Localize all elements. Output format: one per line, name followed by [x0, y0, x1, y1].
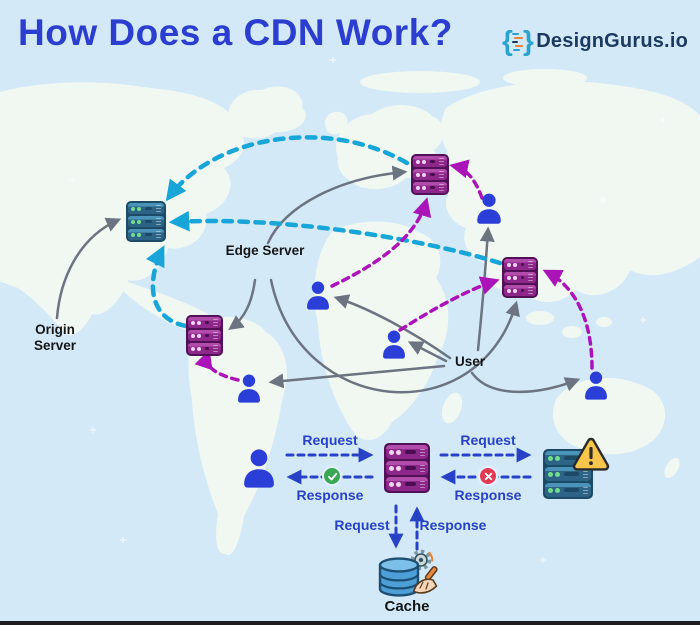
cache-label: Cache [384, 598, 430, 615]
connector-origin-label-to-origin-server [55, 217, 122, 320]
cache-icon [374, 549, 440, 603]
user-label: User [454, 354, 486, 369]
response-label-left: Response [296, 487, 364, 503]
edge-server-top-icon [411, 154, 449, 195]
connector-edge-label-to-edge-server-sa [228, 278, 257, 331]
magenta-arrow-user-east-africa-to-edge-right [398, 276, 500, 332]
map-sparkles [70, 57, 666, 563]
magenta-arrow-user-australia-to-edge-right [542, 269, 594, 370]
connector-edge-label-to-edge-server-top [266, 165, 408, 245]
code-braces-icon: { } [502, 25, 534, 56]
connector-user-label-to-user-australia [470, 371, 581, 394]
bottom-border [0, 621, 700, 625]
edge-server-right-icon [502, 257, 538, 298]
connector-user-label-to-user-top-right [476, 226, 495, 352]
broom-icon [412, 566, 438, 594]
landmass-asia [436, 81, 700, 302]
edge-server-sa-icon [186, 315, 223, 356]
landmass-arctic-2 [503, 69, 587, 87]
svg-text:}: } [523, 25, 534, 56]
flow-edge-server-icon [384, 443, 430, 493]
landmass-north-america [0, 82, 245, 335]
warning-triangle-icon [571, 436, 611, 472]
landmass-greenland [228, 86, 306, 139]
magenta-arrow-user-west-africa-to-edge-top [330, 197, 432, 288]
landmass-island-1 [526, 311, 554, 325]
cross-icon [478, 466, 498, 486]
landmass-island-3 [596, 317, 612, 327]
check-icon [322, 466, 342, 486]
landmass-island-2 [562, 326, 582, 338]
edge-server-label: Edge Server [225, 243, 305, 258]
user-australia-icon [582, 369, 610, 400]
database-icon [378, 557, 420, 597]
origin-server-icon [126, 201, 166, 242]
origin-server-label: Origin Server [33, 322, 77, 354]
magenta-arrow-user-sa-to-edge-sa [194, 349, 240, 382]
cyan-arrow-edge-top-to-origin [165, 135, 410, 202]
response-label-right: Response [454, 487, 522, 503]
brand-logo: { } DesignGurus.io [502, 24, 688, 58]
request-label-cache: Request [334, 517, 390, 533]
response-label-cache: Response [419, 517, 487, 533]
landmass-australia [552, 377, 666, 455]
svg-text:{: { [502, 25, 513, 56]
cyan-arrow-edge-right-to-origin [168, 210, 503, 266]
user-west-africa-icon [304, 279, 332, 310]
landmass-south-america [188, 316, 287, 556]
connector-user-label-to-user-sa [268, 364, 446, 389]
magenta-arrow-user-top-right-to-edge-top [449, 159, 484, 200]
landmass-arctic-1 [360, 71, 480, 93]
brand-name: DesignGurus.io [536, 29, 688, 52]
flow-user-icon [240, 446, 278, 488]
user-sa-icon [235, 372, 263, 403]
landmass-madagascar [441, 392, 463, 424]
connector-edge-label-to-edge-server-right [269, 278, 520, 394]
connector-user-label-to-user-east-africa [407, 341, 448, 363]
cyan-arrow-edge-sa-to-origin [145, 245, 189, 329]
request-label-right: Request [460, 432, 516, 448]
landmass-uk [324, 111, 348, 135]
user-east-africa-icon [380, 328, 408, 359]
connector-user-label-to-user-west-africa [333, 294, 452, 360]
page-title: How Does a CDN Work? [18, 12, 453, 53]
landmass-new-zealand [664, 458, 680, 478]
user-top-right-icon [474, 191, 504, 224]
request-label-left: Request [302, 432, 358, 448]
